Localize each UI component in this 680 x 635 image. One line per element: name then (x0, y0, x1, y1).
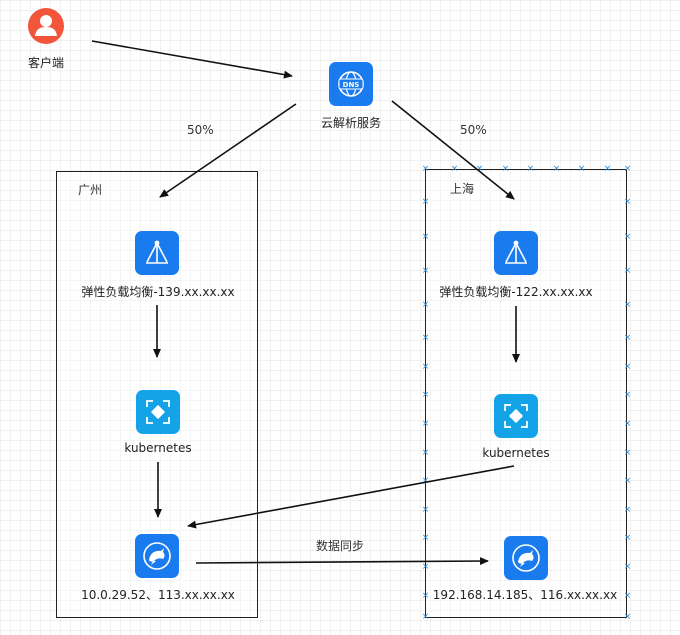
node-sh-load-balancer-label: 弹性负载均衡-122.xx.xx.xx (439, 285, 593, 299)
node-sh-load-balancer[interactable] (494, 231, 538, 275)
edge-db-sync[interactable] (195, 557, 489, 566)
selection-handle[interactable]: × (552, 164, 561, 174)
node-dns-label: 云解析服务 (320, 116, 381, 130)
selection-handle[interactable]: × (623, 232, 632, 242)
selection-handle[interactable]: × (623, 333, 632, 343)
load-balancer-icon (505, 240, 527, 264)
selection-handle[interactable]: × (623, 533, 632, 543)
region-shanghai-title: 上海 (450, 182, 475, 196)
selection-handle[interactable]: × (421, 533, 430, 543)
selection-handle[interactable]: × (421, 476, 430, 486)
selection-handle[interactable]: × (421, 448, 430, 458)
selection-handle[interactable]: × (623, 612, 632, 622)
selection-handle[interactable]: × (623, 164, 632, 174)
selection-handle[interactable]: × (450, 164, 459, 174)
node-gz-kubernetes-label: kubernetes (124, 441, 192, 455)
selection-handle[interactable]: × (623, 562, 632, 572)
node-sh-kubernetes[interactable] (494, 394, 538, 438)
selection-handle[interactable]: × (501, 164, 510, 174)
selection-handle[interactable]: × (421, 612, 430, 622)
selection-handle[interactable]: × (623, 476, 632, 486)
node-sh-database-label: 192.168.14.185、116.xx.xx.xx (432, 588, 618, 602)
kubernetes-icon (504, 404, 528, 428)
selection-handle[interactable]: × (623, 419, 632, 429)
dns-icon-text: DNS (343, 81, 360, 89)
edge-sh-k8s-to-gz-db[interactable] (187, 465, 515, 529)
kubernetes-icon (146, 400, 170, 424)
selection-handle[interactable]: × (421, 164, 430, 174)
selection-handle[interactable]: × (475, 164, 484, 174)
selection-handle[interactable]: × (421, 390, 430, 400)
node-client-label: 客户端 (27, 56, 64, 70)
edge-dns-to-guangzhou[interactable] (159, 103, 297, 198)
mysql-dolphin-icon (512, 544, 540, 572)
mysql-dolphin-icon (143, 542, 171, 570)
selection-handle[interactable]: × (526, 164, 535, 174)
selection-handle[interactable]: × (421, 300, 430, 310)
selection-handle[interactable]: × (421, 505, 430, 515)
selection-handle[interactable]: × (421, 197, 430, 207)
region-guangzhou-title: 广州 (78, 183, 103, 197)
selection-handle[interactable]: × (623, 197, 632, 207)
selection-handle[interactable]: × (623, 505, 632, 515)
edge-label-dns-to-guangzhou: 50% (187, 123, 214, 137)
user-icon (28, 8, 64, 44)
selection-handle[interactable]: × (421, 562, 430, 572)
node-sh-database[interactable] (504, 536, 548, 580)
load-balancer-icon (146, 240, 168, 264)
edge-label-db-sync: 数据同步 (316, 539, 365, 553)
edge-dns-to-shanghai[interactable] (391, 100, 515, 200)
selection-handle[interactable]: × (421, 591, 430, 601)
selection-handle[interactable]: × (623, 266, 632, 276)
node-gz-database[interactable] (135, 534, 179, 578)
selection-handle[interactable]: × (623, 591, 632, 601)
selection-handle[interactable]: × (421, 266, 430, 276)
selection-handle[interactable]: × (421, 333, 430, 343)
node-gz-load-balancer[interactable] (135, 231, 179, 275)
selection-handle[interactable]: × (623, 300, 632, 310)
node-dns[interactable]: DNS (329, 62, 373, 106)
dns-icon: DNS (338, 71, 364, 97)
node-gz-kubernetes[interactable] (136, 390, 180, 434)
selection-handle[interactable]: × (623, 390, 632, 400)
selection-handle[interactable]: × (577, 164, 586, 174)
selection-handle[interactable]: × (421, 232, 430, 242)
node-client[interactable] (26, 6, 66, 46)
selection-handle[interactable]: × (623, 362, 632, 372)
edge-client-to-dns[interactable] (91, 40, 293, 79)
node-gz-load-balancer-label: 弹性负载均衡-139.xx.xx.xx (81, 285, 235, 299)
selection-handle[interactable]: × (603, 164, 612, 174)
selection-handle[interactable]: × (421, 419, 430, 429)
node-gz-database-label: 10.0.29.52、113.xx.xx.xx (81, 588, 235, 602)
node-sh-kubernetes-label: kubernetes (482, 446, 550, 460)
selection-handle[interactable]: × (623, 448, 632, 458)
selection-handle[interactable]: × (421, 362, 430, 372)
edge-label-dns-to-shanghai: 50% (460, 123, 487, 137)
